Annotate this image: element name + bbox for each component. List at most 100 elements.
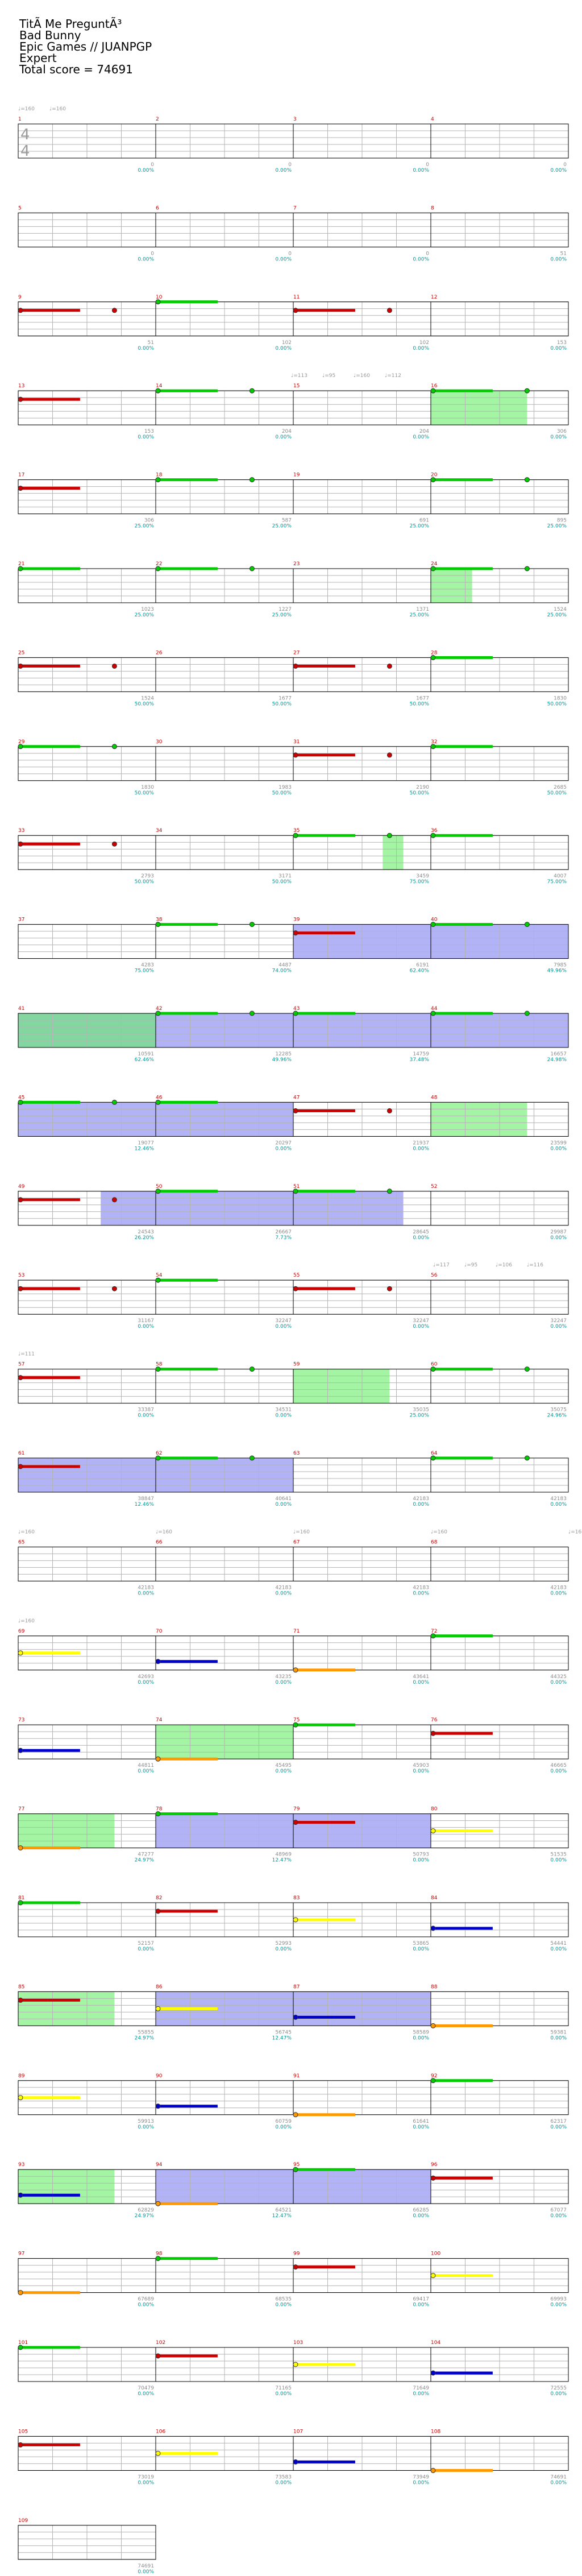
measure-percent: 0.00% (138, 346, 154, 351)
bpm-marker: ♩=160 (18, 1529, 35, 1535)
note (155, 1010, 161, 1016)
note (524, 922, 530, 927)
note (155, 477, 161, 483)
measure-score: 3171 (278, 873, 292, 879)
measure-number: 84 (431, 1895, 438, 1901)
solo-region (383, 835, 404, 870)
bpm-marker: ♩=95 (464, 1262, 477, 1268)
measure-number: 24 (431, 561, 438, 567)
note (155, 1099, 161, 1105)
measure-number: 32 (431, 739, 437, 745)
measure-percent: 50.00% (272, 790, 292, 796)
measure-percent: 0.00% (550, 434, 567, 440)
measure-score: 24543 (138, 1229, 154, 1235)
measure-number: 57 (18, 1362, 24, 1368)
note (430, 833, 436, 838)
measure-score: 56745 (275, 2030, 292, 2035)
note (430, 2078, 436, 2084)
measure-number: 38 (156, 917, 163, 923)
note (430, 1633, 436, 1639)
measure-percent: 0.00% (550, 346, 567, 351)
measure-number: 97 (18, 2251, 24, 2257)
measure-number: 15 (293, 383, 300, 389)
measure-number: 4 (431, 117, 434, 122)
measure-percent: 50.00% (547, 790, 567, 796)
note (111, 308, 117, 313)
measure-percent: 0.00% (138, 1680, 154, 1685)
measure-number: 95 (293, 2162, 300, 2168)
measure-percent: 0.00% (413, 1858, 429, 1863)
measure-percent: 50.00% (272, 701, 292, 707)
measure-number: 86 (156, 1984, 163, 1990)
note (155, 1277, 161, 1283)
note (386, 1286, 392, 1291)
measure-number: 90 (156, 2073, 163, 2079)
measure-number: 59 (293, 1362, 300, 1368)
measure-score: 35035 (413, 1407, 429, 1413)
note (430, 2023, 436, 2028)
measure-number: 60 (431, 1362, 438, 1368)
measure-percent: 25.00% (410, 612, 430, 618)
measure-number: 3 (293, 117, 297, 122)
measure-number: 81 (18, 1895, 24, 1901)
measure-score: 32247 (413, 1318, 429, 1324)
note (155, 922, 161, 927)
measure-percent: 0.00% (275, 1680, 292, 1685)
bpm-marker: ♩=116 (527, 1262, 543, 1268)
note (155, 1811, 161, 1817)
note (18, 744, 23, 749)
measure-percent: 0.00% (413, 256, 429, 262)
note (111, 663, 117, 669)
measure-percent: 0.00% (413, 1680, 429, 1685)
measure-percent: 0.00% (550, 2124, 567, 2130)
measure-percent: 75.00% (410, 879, 430, 885)
measure-percent: 0.00% (550, 1235, 567, 1241)
measure-number: 30 (156, 739, 163, 745)
measure-number: 68 (431, 1539, 438, 1545)
staff-border (18, 2525, 156, 2560)
measure-score: 0 (151, 251, 154, 256)
measure-number: 71 (293, 1629, 300, 1634)
measure-score: 53865 (413, 1941, 429, 1947)
measure-score: 74691 (138, 2563, 154, 2569)
measure-score: 19077 (138, 1140, 154, 1146)
measure-number: 52 (431, 1184, 437, 1190)
measure-number: 7 (293, 205, 297, 211)
measure-number: 72 (431, 1629, 437, 1634)
note (18, 1375, 23, 1381)
measure-score: 55855 (138, 2030, 154, 2035)
note (524, 477, 530, 483)
note (293, 1108, 298, 1113)
measure-percent: 50.00% (135, 879, 155, 885)
measure-number: 49 (18, 1184, 25, 1190)
note (430, 1828, 436, 1834)
solo-region (431, 391, 527, 425)
measure-score: 74691 (550, 2474, 567, 2480)
measure-percent: 0.00% (138, 1413, 154, 1419)
measure-score: 70479 (138, 2386, 154, 2391)
measure-percent: 25.00% (135, 612, 155, 618)
song-header: TitÃ Me PreguntÃ³ Bad Bunny Epic Games /… (19, 18, 152, 75)
measure-score: 0 (426, 162, 429, 168)
measure-score: 6191 (416, 963, 429, 968)
measure-percent: 0.00% (550, 1146, 567, 1152)
measure-number: 37 (18, 917, 24, 923)
measure-percent: 0.00% (138, 1324, 154, 1330)
time-signature-bottom: 4 (20, 143, 30, 160)
solo-region (431, 569, 472, 603)
note (111, 1286, 117, 1291)
bpm-marker: ♩=160 (18, 1618, 35, 1624)
measure-score: 0 (426, 251, 429, 256)
measure-percent: 75.00% (547, 879, 567, 885)
measure-percent: 0.00% (550, 2035, 567, 2041)
measure-percent: 0.00% (550, 1591, 567, 1596)
note (430, 1925, 436, 1931)
bpm-marker: ♩=160 (293, 1529, 310, 1535)
measure-percent: 50.00% (410, 701, 430, 707)
measure-score: 306 (144, 518, 154, 524)
measure-score: 1524 (141, 695, 154, 701)
note (18, 308, 23, 313)
measure-percent: 25.00% (410, 524, 430, 529)
measure-score: 31167 (138, 1318, 154, 1324)
